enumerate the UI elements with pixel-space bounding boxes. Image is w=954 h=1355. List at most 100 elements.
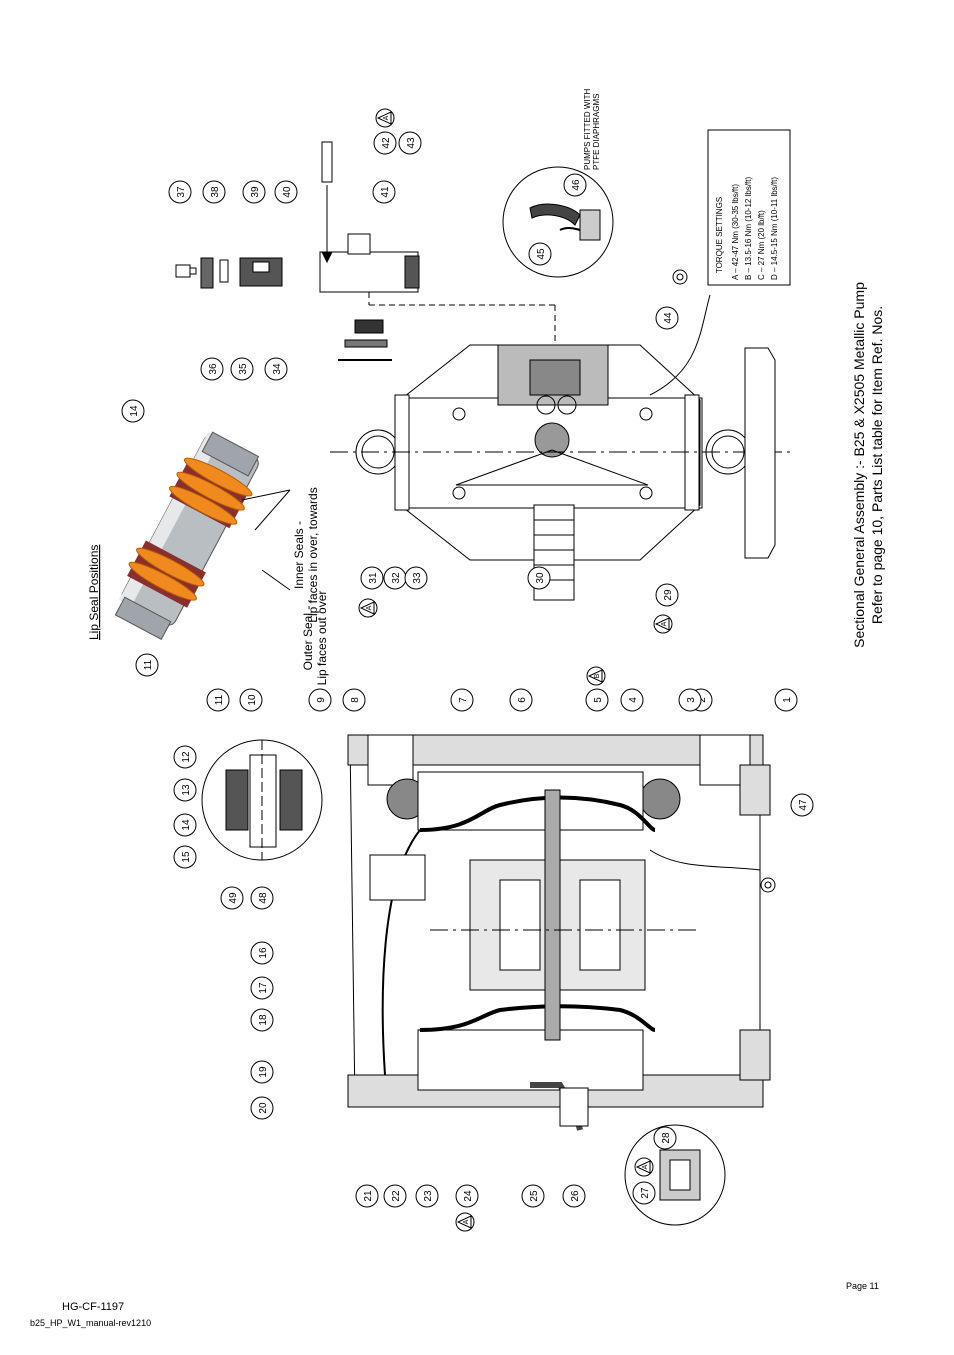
item-balloon-label: 11 bbox=[214, 694, 225, 705]
item-balloon-label: 19 bbox=[258, 1066, 269, 1078]
item-balloon: 49 bbox=[220, 886, 244, 910]
item-balloon-label: 8 bbox=[350, 697, 361, 703]
item-balloon: 24 bbox=[455, 1184, 479, 1208]
item-balloon-label: 29 bbox=[663, 589, 674, 601]
item-balloon: 19 bbox=[250, 1060, 274, 1084]
item-balloon-label: 17 bbox=[258, 982, 269, 994]
torque-row-a: A – 42-47 Nm (30-35 lbs/ft) bbox=[731, 184, 740, 280]
item-balloon: 36 bbox=[200, 357, 224, 381]
torque-marker-label: A bbox=[366, 605, 373, 610]
item-balloon-label: 45 bbox=[536, 248, 547, 260]
item-balloon-label: 10 bbox=[247, 694, 258, 706]
item-balloon: 43 bbox=[398, 131, 422, 155]
torque-marker-label: A bbox=[661, 621, 668, 626]
torque-row-b: B – 13.5-16 Nm (10-12 lbs/ft) bbox=[744, 177, 753, 280]
item-balloon: 48 bbox=[250, 886, 274, 910]
item-balloon: 33 bbox=[404, 566, 428, 590]
item-balloon-label: 48 bbox=[258, 892, 269, 904]
item-balloon: 47 bbox=[790, 793, 814, 817]
torque-heading: TORQUE SETTINGS bbox=[715, 197, 724, 273]
lip-seal-inset: Lip Seal Positions Inner Seals - Lip fac… bbox=[87, 431, 329, 686]
item-balloon: 11 bbox=[206, 688, 230, 712]
footer-file-name: b25_HP_W1_manual-rev1210 bbox=[30, 1318, 152, 1328]
item-balloon: 30 bbox=[527, 566, 551, 590]
torque-marker: A bbox=[653, 614, 673, 634]
item-balloon-label: 3 bbox=[686, 697, 697, 703]
item-balloon-label: 2 bbox=[697, 697, 708, 703]
item-balloon: 17 bbox=[250, 976, 274, 1000]
inner-seal-label-1: Inner Seals - bbox=[292, 521, 306, 589]
item-balloon: 25 bbox=[521, 1184, 545, 1208]
torque-marker: A bbox=[358, 598, 378, 618]
item-balloon: 45 bbox=[528, 242, 552, 266]
pump-section-view bbox=[347, 734, 776, 1131]
item-balloon: 32 bbox=[383, 566, 407, 590]
item-balloon-label: 14 bbox=[181, 819, 192, 831]
item-balloon-label: 27 bbox=[640, 1187, 651, 1199]
title-line1: Sectional General Assembly :- B25 & X250… bbox=[851, 282, 867, 648]
lip-seal-heading: Lip Seal Positions bbox=[87, 545, 101, 640]
item-balloon-label: 31 bbox=[368, 572, 379, 584]
torque-marker-label: A bbox=[642, 1164, 649, 1169]
seal-detail-circle bbox=[201, 739, 323, 861]
item-balloon-label: 12 bbox=[181, 751, 192, 763]
item-balloon: 21 bbox=[355, 1184, 379, 1208]
ptfe-note: PUMPS FITTED WITH PTFE DIAPHRAGMS bbox=[583, 86, 601, 170]
item-balloon: 5 bbox=[585, 688, 609, 712]
item-balloon-label: 38 bbox=[210, 186, 221, 198]
torque-marker: B bbox=[586, 666, 606, 686]
outer-seal-label-1: Outer Seal - bbox=[301, 606, 315, 671]
item-balloon: 27 bbox=[632, 1181, 656, 1205]
item-balloon: 41 bbox=[372, 180, 396, 204]
torque-marker: A bbox=[455, 1212, 475, 1232]
item-balloon-label: 41 bbox=[380, 186, 391, 198]
item-balloon: 26 bbox=[562, 1184, 586, 1208]
item-balloon: 9 bbox=[308, 688, 332, 712]
item-balloon-label: 25 bbox=[529, 1190, 540, 1202]
item-balloon: 31 bbox=[360, 566, 384, 590]
item-balloon-label: 35 bbox=[238, 363, 249, 375]
item-balloon-label: 20 bbox=[258, 1102, 269, 1114]
outer-seal-label-2: Lip faces out over bbox=[315, 591, 329, 686]
item-balloon-label: 5 bbox=[593, 697, 604, 703]
item-balloon: 46 bbox=[563, 173, 587, 197]
item-balloon: 18 bbox=[250, 1008, 274, 1032]
item-balloon-label: 36 bbox=[208, 363, 219, 375]
item-balloon: 12 bbox=[173, 745, 197, 769]
item-balloon-label: 32 bbox=[391, 572, 402, 584]
item-balloon: 10 bbox=[239, 688, 263, 712]
item-balloon: 39 bbox=[242, 180, 266, 204]
item-balloon-label: 43 bbox=[406, 137, 417, 149]
item-balloon-label: 46 bbox=[571, 179, 582, 191]
pump-side-view bbox=[330, 269, 790, 601]
item-balloon-label: 42 bbox=[381, 137, 392, 149]
item-balloon-label: 1 bbox=[782, 697, 793, 703]
item-balloon: 38 bbox=[202, 180, 226, 204]
ptfe-detail: PUMPS FITTED WITH PTFE DIAPHRAGMS bbox=[502, 86, 614, 278]
torque-marker-label: A bbox=[463, 1219, 470, 1224]
item-balloon: 11 bbox=[135, 653, 159, 677]
item-balloon-label: 30 bbox=[535, 572, 546, 584]
item-balloon-label: 33 bbox=[412, 572, 423, 584]
item-balloon: 3 bbox=[678, 688, 702, 712]
item-balloon-label: 13 bbox=[181, 784, 192, 796]
item-balloon: 1 bbox=[774, 688, 798, 712]
item-balloon-label: 39 bbox=[250, 186, 261, 198]
item-balloon-label: 4 bbox=[628, 697, 639, 703]
item-balloon-label: 28 bbox=[661, 1132, 672, 1144]
torque-row-d: D – 14.5-15 Nm (10-11 lbs/ft) bbox=[770, 177, 779, 280]
item-balloon: 4 bbox=[620, 688, 644, 712]
item-balloon: 14 bbox=[173, 813, 197, 837]
item-balloon-label: 37 bbox=[176, 186, 187, 198]
item-balloon-label: 34 bbox=[272, 363, 283, 375]
item-balloon-label: 44 bbox=[663, 312, 674, 324]
item-balloon-label: 16 bbox=[258, 947, 269, 959]
item-balloon-label: 24 bbox=[463, 1190, 474, 1202]
item-balloon-label: 15 bbox=[181, 851, 192, 863]
torque-table: TORQUE SETTINGS A – 42-47 Nm (30-35 lbs/… bbox=[707, 129, 791, 286]
page-title: Sectional General Assembly :- B25 & X250… bbox=[851, 282, 885, 648]
